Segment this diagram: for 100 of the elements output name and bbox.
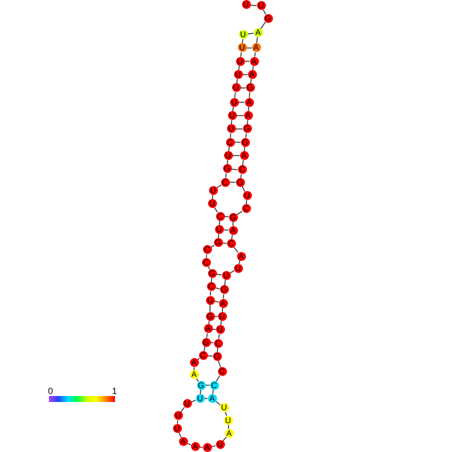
scale-label: 1 (112, 386, 118, 396)
nucleotide-circle: A (202, 443, 212, 452)
connector-line (226, 160, 228, 165)
connector-line (235, 128, 243, 130)
nucleotide-circle: U (196, 394, 204, 404)
nucleotide-circle: A (190, 370, 198, 380)
connector-line (232, 221, 234, 226)
connector-line (250, 4, 257, 6)
nucleotide-circle: C (220, 178, 230, 187)
nucleotide-circle: U (238, 43, 246, 52)
nucleotide-circle: U (234, 70, 242, 80)
connector-line (240, 87, 246, 88)
nucleotide-circle: C (210, 380, 218, 390)
connector-line (245, 132, 247, 138)
nucleotide-circle: U (216, 440, 224, 450)
connector-line (260, 21, 266, 30)
nucleotide-circle: A (218, 298, 228, 308)
nucleotide-circle: U (242, 191, 252, 200)
scale-label: 0 (48, 386, 54, 396)
nucleotide-circle: A (250, 56, 258, 66)
connector-line (234, 92, 236, 98)
nucleotide-circle: U (218, 312, 226, 322)
nucleotide-circle: G (206, 312, 214, 322)
connector-line (214, 207, 218, 213)
nucleotide-circle: G (240, 138, 250, 147)
connector-line (240, 174, 242, 178)
nucleotide-circle: G (208, 268, 216, 278)
nucleotide-circle: U (236, 56, 244, 66)
nucleotide-circle: A (252, 43, 260, 52)
connector-line (224, 279, 226, 286)
connector-line (229, 182, 236, 183)
nucleotide-circle: C (198, 350, 208, 360)
nucleotide-circle: A (248, 70, 256, 80)
connector-line (228, 424, 230, 430)
nucleotide-circle: U (234, 264, 242, 273)
connector-line (236, 115, 244, 116)
connector-line (256, 36, 258, 44)
connector-line (206, 332, 208, 338)
connector-line (242, 38, 244, 44)
nucleotide-circle: G (196, 380, 206, 390)
nucleotide-circle: A (244, 111, 252, 120)
connector-line (244, 146, 246, 152)
nucleotide-circle: G (220, 285, 228, 294)
nucleotide-circle: A (244, 98, 254, 107)
nucleotide-circle: U (224, 151, 232, 160)
nucleotide-circle: A (204, 324, 212, 334)
connector-line (216, 184, 222, 188)
connector-line (246, 200, 248, 205)
connector-line (233, 246, 239, 254)
nucleotide-circle: C (214, 338, 222, 348)
connector-line (246, 32, 254, 35)
nucleotide-circle: C (202, 258, 210, 267)
nucleotide-circle: G (246, 83, 254, 92)
nucleotide-circle: C (226, 138, 234, 147)
connector-line (230, 120, 232, 125)
nucleotide-circle: U (228, 111, 236, 120)
connector-line (248, 92, 250, 98)
connector-line (246, 47, 252, 48)
nucleotide-circle: C (226, 239, 236, 248)
connector-line (238, 65, 240, 71)
nucleotide-circle: U (242, 0, 250, 10)
connector-line (206, 254, 208, 258)
nucleotide-circle: C (202, 245, 212, 254)
nucleotide-circle: A (178, 437, 188, 446)
nucleotide-circle: U (222, 271, 230, 280)
connector-line (207, 355, 213, 357)
connector-line (225, 172, 227, 178)
connector-line (216, 274, 222, 276)
nucleotide-circle: A (240, 151, 248, 160)
nucleotide-circle: G (228, 212, 238, 222)
nucleotide-circle: A (236, 252, 246, 261)
nucleotide-circle: A (190, 442, 200, 452)
nucleotide-circle: U (208, 186, 218, 195)
connector-line (224, 412, 228, 416)
connector-line (210, 290, 212, 296)
connector-line (242, 74, 248, 76)
nucleotide-circle: U (230, 98, 238, 107)
nucleotide-circle: G (214, 238, 222, 248)
nucleotide-circle: C (242, 204, 250, 214)
connector-line (240, 52, 242, 58)
connector-line (246, 120, 248, 125)
connector-line (210, 277, 212, 283)
connector-line (218, 233, 220, 239)
connector-line (222, 294, 224, 300)
nucleotide-circle: U (256, 1, 266, 10)
nucleotide-circle: G (202, 338, 210, 347)
connector-line (176, 420, 178, 424)
nucleotide-circle: U (182, 399, 192, 408)
nucleotide-circle: G (212, 352, 222, 361)
nucleotide-circle: U (174, 411, 182, 420)
connector-line (232, 106, 234, 112)
nucleotide-circle: A (190, 358, 198, 368)
connector-line (238, 102, 245, 103)
nucleotide-circle: A (254, 28, 262, 38)
nucleotide-circle: C (238, 165, 246, 174)
nucleotide-circle: U (224, 416, 232, 425)
nucleotide-circle: C (216, 212, 224, 221)
connector-line (218, 220, 220, 226)
connector-line (234, 142, 241, 143)
nucleotide-circle: U (216, 325, 224, 334)
